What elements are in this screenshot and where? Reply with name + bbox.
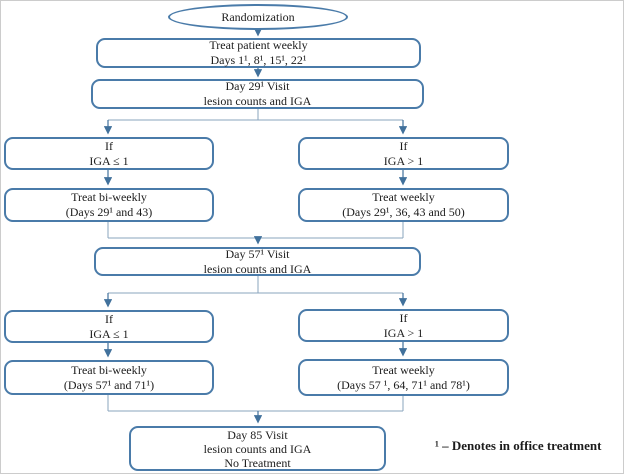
node-line: Days 1¹, 8¹, 15¹, 22¹ (210, 53, 307, 67)
node-line: If (105, 138, 113, 153)
node-if-iga-le1-first: If IGA ≤ 1 (4, 137, 214, 170)
node-line: (Days 57¹ and 71¹) (63, 377, 155, 392)
connector-day57-split (103, 276, 408, 308)
node-line: If (399, 138, 408, 153)
connector-merge-to-day57 (107, 222, 404, 245)
node-if-iga-gt1-second: If IGA > 1 (298, 309, 509, 342)
node-treat-biweekly-first: Treat bi-weekly (Days 29¹ and 43) (4, 188, 214, 222)
node-line: IGA ≤ 1 (89, 326, 129, 341)
node-line: (Days 57 ¹, 64, 71¹ and 78¹) (337, 377, 470, 392)
node-line: (Days 29¹, 36, 43 and 50) (342, 205, 465, 219)
node-line: Treat bi-weekly (71, 362, 147, 377)
connector-day29-split (103, 109, 408, 135)
node-line: Treat weekly (372, 362, 435, 377)
node-line: lesion counts and IGA (203, 441, 312, 456)
node-line: If (399, 310, 408, 325)
node-if-iga-le1-second: If IGA ≤ 1 (4, 310, 214, 343)
node-line: Treat bi-weekly (71, 190, 147, 204)
node-day57-visit: Day 57¹ Visit lesion counts and IGA (94, 247, 421, 276)
node-treat-biweekly-second: Treat bi-weekly (Days 57¹ and 71¹) (4, 360, 214, 395)
node-line: IGA > 1 (383, 325, 424, 340)
node-line: Day 85 Visit (227, 427, 288, 442)
node-randomization: Randomization (168, 4, 348, 30)
footnote-office-treatment: ¹ – Denotes in office treatment (435, 438, 602, 453)
node-randomization-label: Randomization (221, 9, 295, 24)
node-treat-weekly-second: Treat weekly (Days 57 ¹, 64, 71¹ and 78¹… (298, 359, 509, 396)
node-line: Day 29¹ Visit (225, 79, 290, 93)
node-day85-visit: Day 85 Visit lesion counts and IGA No Tr… (129, 426, 386, 471)
node-treat-weekly-first: Treat weekly (Days 29¹, 36, 43 and 50) (298, 188, 509, 222)
node-line: IGA > 1 (383, 153, 424, 168)
node-line: If (105, 311, 113, 326)
node-line: IGA ≤ 1 (89, 153, 129, 168)
node-line: Day 57¹ Visit (225, 246, 290, 261)
node-line: Treat weekly (372, 190, 435, 204)
node-line: (Days 29¹ and 43) (65, 205, 153, 219)
node-day29-visit: Day 29¹ Visit lesion counts and IGA (91, 79, 424, 109)
node-line: Treat patient weekly (209, 38, 308, 52)
node-if-iga-gt1-first: If IGA > 1 (298, 137, 509, 170)
connector-merge-to-day85 (107, 395, 404, 424)
node-line: lesion counts and IGA (203, 94, 312, 108)
node-line: No Treatment (224, 455, 291, 470)
node-line: lesion counts and IGA (203, 261, 312, 276)
node-treat-patient-weekly: Treat patient weekly Days 1¹, 8¹, 15¹, 2… (96, 38, 421, 68)
